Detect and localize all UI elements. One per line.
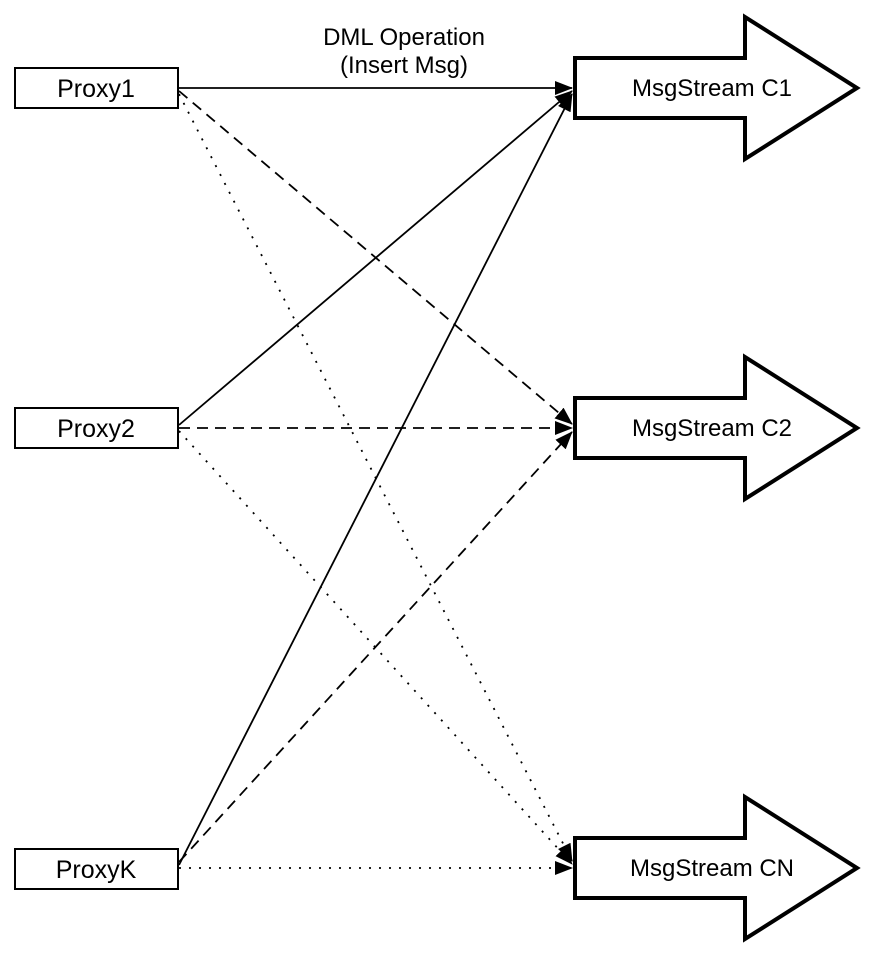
proxyk-label: ProxyK: [56, 856, 137, 884]
proxyk-node: ProxyK: [14, 848, 179, 890]
caption-line2: (Insert Msg): [340, 52, 468, 79]
msgstream-c1-arrow-shape: [573, 13, 861, 163]
proxy2-node: Proxy2: [14, 407, 179, 449]
msgstream-cn-label: MsgStream CN: [630, 855, 794, 882]
proxy-nodes: Proxy1 Proxy2 ProxyK: [14, 67, 179, 890]
proxyk-box: [14, 848, 179, 890]
proxy2-box: [14, 407, 179, 449]
proxy1-label: Proxy1: [57, 75, 135, 103]
proxy2-label: Proxy2: [57, 415, 135, 443]
proxy1-node: Proxy1: [14, 67, 179, 109]
msgstream-c1-node: MsgStream C1: [573, 13, 861, 163]
msgstream-c1-label: MsgStream C1: [632, 75, 792, 102]
caption-line1: DML Operation: [323, 24, 485, 51]
msgstream-c2-node: MsgStream C2: [573, 353, 861, 503]
caption: DML Operation (Insert Msg): [323, 24, 485, 79]
edge-proxyk-to-msgstream-c1: [178, 93, 573, 866]
proxy1-box: [14, 67, 179, 109]
edge-group: [178, 81, 573, 875]
msgstream-cn-node: MsgStream CN: [573, 793, 861, 943]
msgstream-c2-arrow-shape: [573, 353, 861, 503]
msgstream-cn-arrow-shape: [573, 793, 861, 943]
edge-proxyk-to-msgstream-c2: [178, 431, 573, 863]
stream-nodes: MsgStream C1 MsgStream C2 MsgStream CN: [573, 13, 861, 943]
edge-proxy1-to-msgstream-c2: [178, 90, 573, 425]
edge-proxy1-to-msgstream-cn: [178, 93, 573, 862]
msgstream-c2-label: MsgStream C2: [632, 415, 792, 442]
